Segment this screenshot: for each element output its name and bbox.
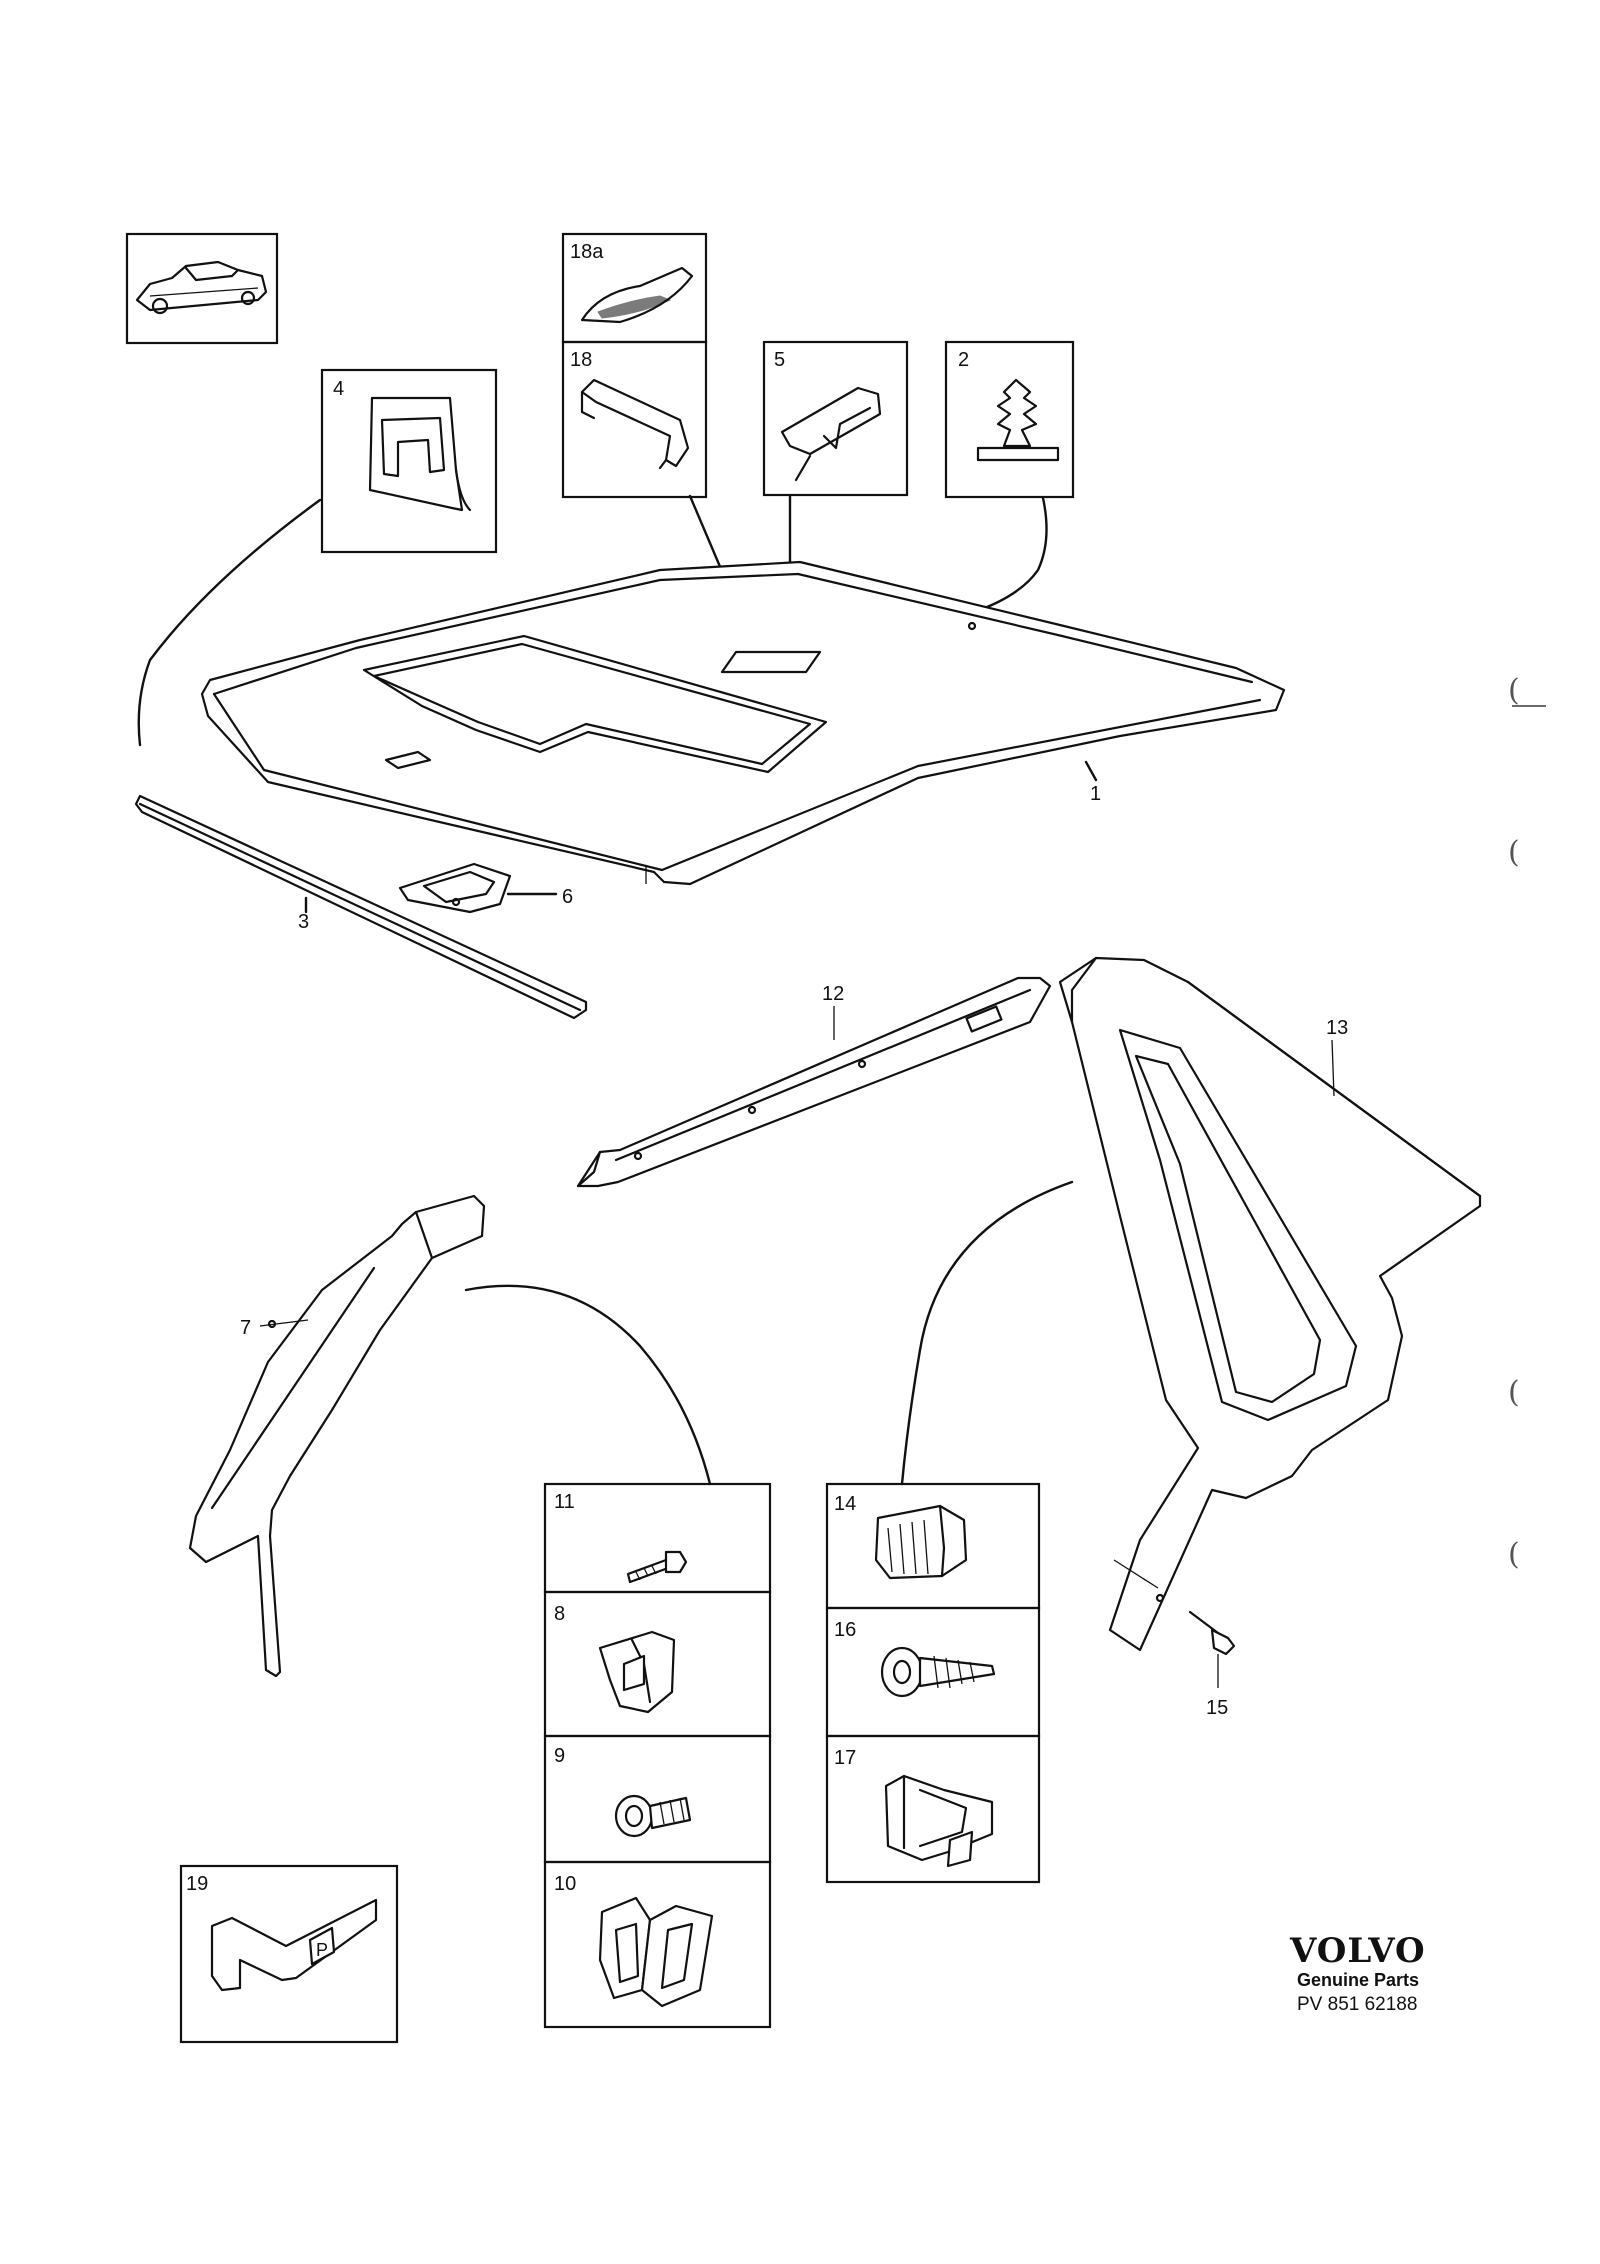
trim-strip [134, 794, 588, 1020]
callout-18: 18 [570, 349, 592, 371]
fastener-box-right: 14 16 17 [825, 1482, 1041, 1884]
push-clip-icon [976, 378, 1060, 462]
leader-13 [1331, 1039, 1335, 1097]
screw-16-icon [880, 1646, 996, 1698]
margin-marks: ( ( ( ( [1508, 673, 1546, 1572]
dome-light [398, 862, 512, 914]
leader-2 [972, 496, 1048, 614]
margin-mark: ( [1508, 1375, 1520, 1410]
callout-13: 13 [1326, 1017, 1348, 1039]
svg-text:P: P [316, 1940, 328, 1960]
bracket-5-icon [780, 386, 882, 482]
leader-fasteners-right [900, 1180, 1074, 1486]
bracket-icon [580, 378, 690, 470]
clip-10-icon [598, 1896, 714, 2008]
callout-14: 14 [834, 1493, 856, 1515]
part-box-2: 2 [944, 340, 1075, 499]
part-box-4: 4 [320, 368, 498, 554]
fastener-box-left: 11 8 9 10 [543, 1482, 772, 2029]
callout-2: 2 [958, 349, 969, 371]
fastener-9-icon [614, 1794, 692, 1838]
callout-7: 7 [240, 1317, 251, 1339]
brand-subtitle: Genuine Parts [1297, 1970, 1419, 1990]
margin-mark: ( [1508, 1537, 1520, 1572]
callout-10: 10 [554, 1873, 576, 1895]
callout-12: 12 [822, 983, 844, 1005]
margin-mark: ( [1508, 673, 1520, 708]
callout-15: 15 [1206, 1697, 1228, 1719]
c-pillar-trim [1058, 956, 1482, 1652]
callout-1: 1 [1090, 783, 1101, 805]
callout-6: 6 [562, 886, 573, 908]
clip-17-icon [884, 1774, 994, 1868]
leader-1 [1084, 760, 1098, 782]
a-pillar-trim [188, 1194, 486, 1678]
callout-3: 3 [298, 911, 309, 933]
part-box-19: 19 P [179, 1864, 399, 2044]
part-box-5: 5 [762, 340, 909, 497]
roof-rail-trim [576, 976, 1052, 1188]
part-box-18: 18 [561, 340, 708, 499]
grommet-14-icon [874, 1504, 968, 1580]
callout-16: 16 [834, 1619, 856, 1641]
callout-8: 8 [554, 1603, 565, 1625]
sunroof-cutout [362, 634, 828, 774]
leader-4 [137, 498, 322, 747]
callout-19: 19 [186, 1873, 208, 1895]
callout-11: 11 [554, 1491, 575, 1513]
part-box-18a: 18a [561, 232, 708, 344]
callout-4: 4 [333, 378, 344, 400]
screw-11-icon [626, 1550, 688, 1584]
dome-light-opening [720, 650, 822, 674]
brand-block: VOLVO Genuine Parts PV 851 62188 [1289, 1931, 1426, 2015]
margin-mark: ( [1508, 835, 1520, 870]
callout-17: 17 [834, 1747, 856, 1769]
brand-logo: VOLVO [1289, 1931, 1426, 1971]
brand-code: PV 851 62188 [1297, 1994, 1417, 2015]
callout-18a: 18a [570, 241, 604, 263]
clip-icon [368, 396, 472, 512]
screw-15 [1188, 1610, 1236, 1656]
headliner-panel [200, 560, 1286, 886]
pad-icon [580, 266, 694, 324]
clip-8-icon [598, 1630, 676, 1714]
ticket-clip-icon: P [210, 1898, 378, 1992]
callout-5: 5 [774, 349, 785, 371]
vehicle-thumbnail [125, 232, 279, 345]
leader-7 [259, 1319, 309, 1327]
callout-9: 9 [554, 1745, 565, 1767]
leader-fasteners-left [464, 1284, 712, 1486]
